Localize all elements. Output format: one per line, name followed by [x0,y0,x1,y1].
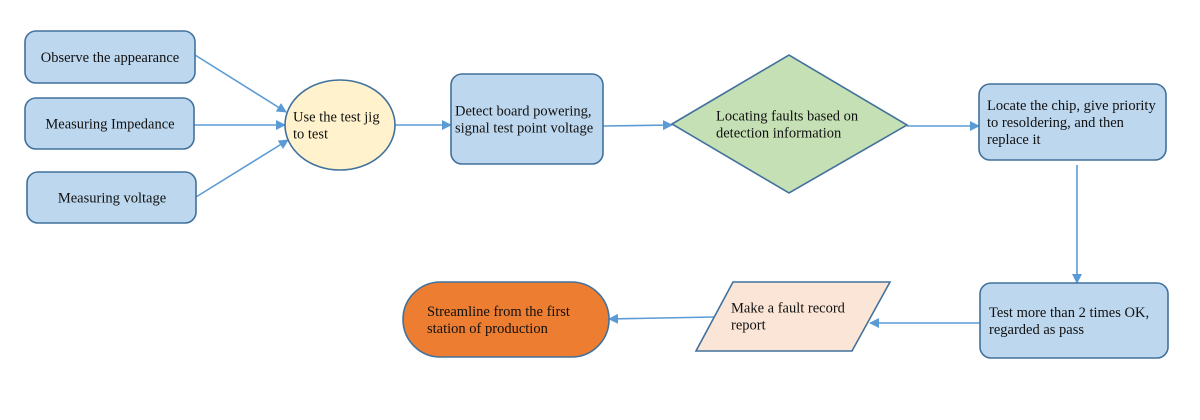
node-label-line: detection information [716,126,842,142]
arrow-observe-to-jig [194,54,287,113]
node-label: Measuring voltage [58,191,166,207]
process-shape [26,171,197,224]
arrow-detect-to-locate-faults [602,120,673,131]
arrow-fault-report-to-streamline [608,313,715,324]
node-label-line: Make a fault record [731,301,846,317]
node-label-line: regarded as pass [989,322,1084,338]
node-label: Observe the appearance [41,50,179,66]
node-label-line: to test [293,127,328,143]
node-label-line: Measuring voltage [58,191,166,207]
node-label-line: Locate the chip, give priority [987,98,1156,114]
process-shape [450,73,604,165]
node-label: Detect board powering,signal test point … [455,104,593,137]
node-label-line: Use the test jig [293,110,380,126]
node-label-line: to resoldering, and then [987,115,1125,131]
edges-layer [194,54,1082,328]
terminal-shape [402,281,610,358]
node-label-line: Test more than 2 times OK, [989,305,1149,321]
node-detect: Detect board powering,signal test point … [450,73,604,165]
node-voltage: Measuring voltage [26,171,197,224]
node-label-line: report [731,318,766,334]
node-label-line: Streamline from the first [427,304,570,320]
io-shape [694,281,892,352]
node-label: Measuring Impedance [45,117,174,133]
node-label-line: signal test point voltage [455,121,593,137]
process-shape [24,97,195,150]
node-label-line: Detect board powering, [455,104,592,120]
node-test-pass: Test more than 2 times OK,regarded as pa… [979,282,1169,359]
process-shape [978,83,1167,161]
process-shape [24,30,196,84]
node-label-line: station of production [427,321,549,337]
arrow-voltage-to-jig [195,139,289,198]
node-label: Test more than 2 times OK,regarded as pa… [989,305,1149,338]
ellipse-shape [284,79,396,171]
decision-shape [670,54,909,194]
node-label-line: Observe the appearance [41,50,179,66]
node-observe: Observe the appearance [24,30,196,84]
node-label-line: replace it [987,132,1041,148]
process-shape [979,282,1169,359]
node-impedance: Measuring Impedance [24,97,195,150]
node-label-line: Measuring Impedance [45,117,174,133]
node-label-line: Locating faults based on [716,109,859,125]
